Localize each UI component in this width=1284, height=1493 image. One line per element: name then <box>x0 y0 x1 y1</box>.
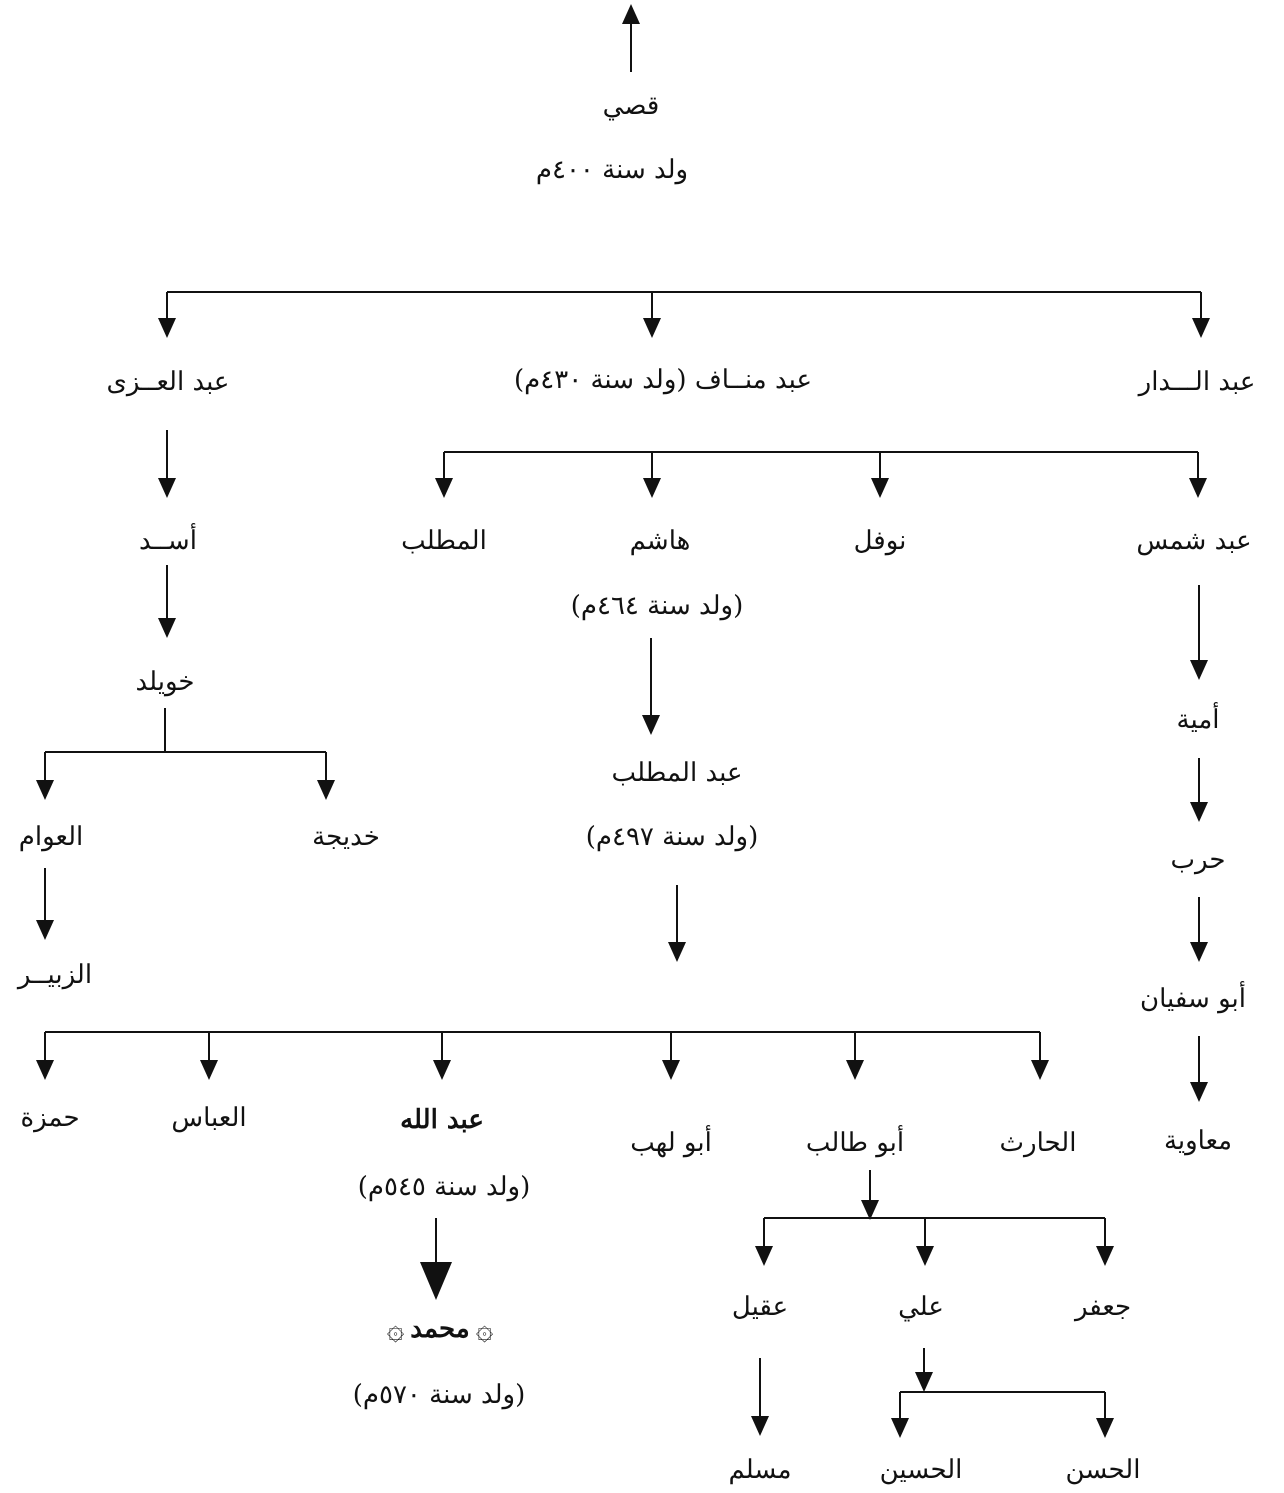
abd-shams-name: عبد شمس <box>1136 526 1252 556</box>
abd-almuttalib-birth-year: (ولد سنة ٤٩٧م) <box>585 822 759 852</box>
arrowhead-down <box>846 1060 864 1080</box>
harb-name: حرب <box>1170 845 1226 875</box>
abu-sufyan-name: أبو سفيان <box>1140 984 1246 1014</box>
ali-name: علي <box>898 1292 944 1322</box>
arrowhead-down <box>915 1372 933 1392</box>
alharith-name: الحارث <box>999 1128 1077 1158</box>
muhammad-label: ۞محمد۞ <box>381 1315 500 1345</box>
arrowhead-down <box>1190 802 1208 822</box>
arrowhead-down <box>1192 318 1210 338</box>
arrowhead-down <box>317 780 335 800</box>
hamza-name: حمزة <box>20 1103 80 1133</box>
alhasan-name: الحسن <box>1065 1455 1141 1485</box>
abd-manaf-name: عبد منــاف (ولد سنة ٤٣٠م) <box>514 365 812 395</box>
abdullah-name: عبد الله <box>400 1105 484 1135</box>
abdullah-birth-year: (ولد سنة ٥٤٥م) <box>357 1172 531 1202</box>
muawiya-name: معاوية <box>1163 1126 1233 1156</box>
alzubayr-name: الزبيــر <box>17 960 93 990</box>
star-rosette-icon: ۞ <box>386 1312 405 1347</box>
arrowhead-down <box>642 715 660 735</box>
abu-lahab-name: أبو لهب <box>630 1128 712 1158</box>
arrowhead-down <box>200 1060 218 1080</box>
arrowhead-up <box>622 4 640 24</box>
abd-almuttalib-name: عبد المطلب <box>611 758 743 788</box>
arrowhead-down <box>643 318 661 338</box>
arrowhead-down <box>158 618 176 638</box>
arrowhead-down <box>435 478 453 498</box>
arrowhead-down <box>158 318 176 338</box>
arrowhead-down <box>1031 1060 1049 1080</box>
arrowhead-down <box>662 1060 680 1080</box>
asad-name: أســد <box>139 526 197 556</box>
khadija-name: خديجة <box>312 822 380 852</box>
abd-aluzza-name: عبد العــزى <box>106 367 230 397</box>
hashim-name: هاشم <box>629 526 691 556</box>
arrowhead-down <box>433 1060 451 1080</box>
alabbas-name: العباس <box>171 1103 247 1133</box>
jafar-name: جعفر <box>1074 1292 1132 1322</box>
qusay-birth-year: ولد سنة ٤٠٠م <box>535 155 689 185</box>
alhusayn-name: الحسين <box>879 1455 963 1485</box>
arrowhead-down <box>861 1200 879 1220</box>
umayya-name: أمية <box>1176 705 1220 735</box>
arrowhead-down <box>1190 1082 1208 1102</box>
arrowhead-down <box>916 1246 934 1266</box>
arrowhead-down <box>1190 660 1208 680</box>
alawwam-name: العوام <box>18 822 84 852</box>
khuwaylid-name: خويلد <box>135 667 195 697</box>
muhammad-name: محمد <box>410 1314 470 1344</box>
arrowhead-down <box>36 1060 54 1080</box>
abu-talib-name: أبو طالب <box>805 1128 905 1158</box>
arrowhead-down <box>668 942 686 962</box>
hashim-birth-year: (ولد سنة ٤٦٤م) <box>570 591 744 621</box>
arrowhead-down <box>1096 1246 1114 1266</box>
arrowhead-down <box>643 478 661 498</box>
aqil-name: عقيل <box>731 1292 789 1322</box>
muslim-name: مسلم <box>728 1455 792 1485</box>
arrowhead-down <box>755 1246 773 1266</box>
qusay-name: قصي <box>602 91 660 121</box>
arrowhead-down <box>1189 478 1207 498</box>
star-rosette-icon: ۞ <box>475 1312 494 1347</box>
abd-aldar-name: عبد الـــدار <box>1138 367 1256 397</box>
arrowhead-down <box>158 478 176 498</box>
arrowhead-down <box>36 920 54 940</box>
arrowhead-down <box>891 1418 909 1438</box>
muhammad-birth-year: (ولد سنة ٥٧٠م) <box>352 1380 526 1410</box>
arrowhead-bold <box>420 1262 452 1300</box>
arrowhead-down <box>751 1416 769 1436</box>
almuttalib-name: المطلب <box>401 526 487 556</box>
arrowhead-down <box>36 780 54 800</box>
nawfal-name: نوفل <box>853 526 907 556</box>
arrowhead-down <box>871 478 889 498</box>
arrowhead-down <box>1096 1418 1114 1438</box>
arrowhead-down <box>1190 942 1208 962</box>
